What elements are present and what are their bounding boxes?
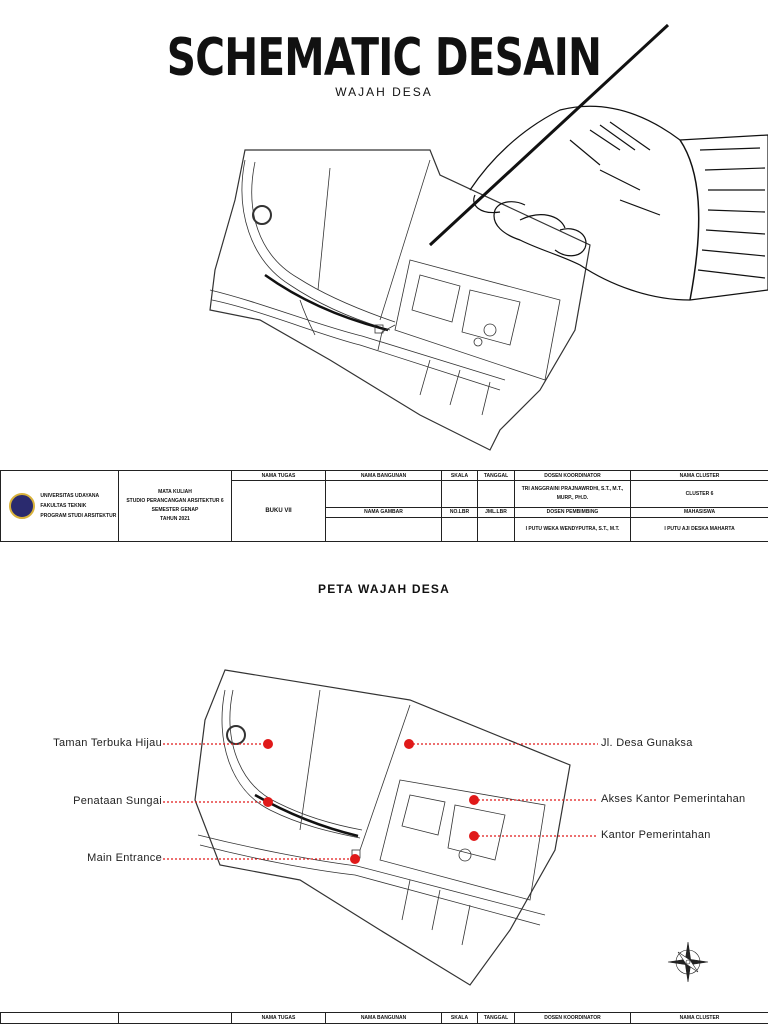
no-lbr-label: NO.LBR — [441, 506, 478, 518]
title-block-2: NAMA TUGAS NAMA BANGUNAN SKALA TANGGAL D… — [0, 1012, 768, 1024]
skala-label-2: SKALA — [441, 1012, 478, 1024]
course-cell: MATA KULIAH STUDIO PERANCANGAN ARSITEKTU… — [118, 470, 232, 542]
marker-kantor — [469, 831, 479, 841]
marker-akses — [469, 795, 479, 805]
program-name: PROGRAM STUDI ARSITEKTUR — [40, 513, 117, 519]
dosen-koordinator-label-2: DOSEN KOORDINATOR — [514, 1012, 631, 1024]
nama-bangunan-value — [325, 480, 442, 508]
tanggal-label-2: TANGGAL — [477, 1012, 515, 1024]
tanggal-label: TANGGAL — [477, 469, 515, 482]
nama-cluster-value: CLUSTER 6 — [630, 480, 768, 508]
label-kantor: Kantor Pemerintahan — [601, 829, 711, 841]
skala-value — [441, 480, 478, 508]
skala-label: SKALA — [441, 469, 478, 482]
title-block-1: UNIVERSITAS UDAYANA FAKULTAS TEKNIK PROG… — [0, 469, 768, 543]
no-lbr-value — [441, 516, 478, 543]
university-cell: UNIVERSITAS UDAYANA FAKULTAS TEKNIK PROG… — [0, 470, 119, 542]
jml-lbr-value — [477, 516, 515, 543]
nama-cluster-label-2: NAMA CLUSTER — [630, 1012, 768, 1024]
faculty-name: FAKULTAS TEKNIK — [40, 503, 87, 509]
dosen-koordinator-value: TRI ANGGRAINI PRAJNAWRDHI, S.T., M.T., M… — [514, 480, 631, 508]
dosen-pembimbing-value: I PUTU WEKA WENDYPUTRA, S.T., M.T. — [514, 516, 631, 543]
dosen-koordinator-label: DOSEN KOORDINATOR — [514, 469, 631, 482]
map-title: PETA WAJAH DESA — [317, 582, 450, 596]
university-logo-icon — [9, 493, 35, 519]
top-site-plan-sketch — [209, 149, 591, 451]
nama-gambar-value — [325, 516, 442, 543]
marker-taman — [263, 739, 273, 749]
nama-tugas-label-2: NAMA TUGAS — [231, 1012, 326, 1024]
nama-bangunan-label: NAMA BANGUNAN — [325, 469, 442, 482]
dosen-pembimbing-label: DOSEN PEMBIMBING — [514, 506, 631, 518]
mahasiswa-label: MAHASISWA — [630, 506, 768, 518]
label-taman: Taman Terbuka Hijau — [53, 737, 162, 749]
page-subtitle: WAJAH DESA — [335, 85, 433, 99]
label-entrance: Main Entrance — [87, 852, 162, 864]
label-akses: Akses Kantor Pemerintahan — [601, 793, 746, 805]
university-cell-2 — [0, 1012, 119, 1024]
marker-entrance — [350, 854, 360, 864]
marker-jalan — [404, 739, 414, 749]
nama-tugas-value: BUKU VII — [231, 480, 326, 542]
label-jalan: Jl. Desa Gunaksa — [601, 737, 693, 749]
university-name: UNIVERSITAS UDAYANA — [40, 493, 100, 499]
hand-drawing-pen-icon — [428, 23, 768, 301]
map-markers — [263, 739, 479, 864]
marker-sungai — [263, 797, 273, 807]
label-sungai: Penataan Sungai — [73, 795, 162, 807]
nama-gambar-label: NAMA GAMBAR — [325, 506, 442, 518]
jml-lbr-label: JML.LBR — [477, 506, 515, 518]
compass-rose-icon — [667, 941, 709, 983]
nama-cluster-label: NAMA CLUSTER — [630, 469, 768, 482]
course-cell-2 — [118, 1012, 232, 1024]
map-leader-lines — [163, 743, 598, 860]
nama-tugas-label: NAMA TUGAS — [231, 469, 326, 482]
nama-bangunan-label-2: NAMA BANGUNAN — [325, 1012, 442, 1024]
page-title: SCHEMATIC DESAIN — [166, 28, 602, 88]
bottom-site-plan-sketch — [194, 669, 571, 986]
tanggal-value — [477, 480, 515, 508]
mahasiswa-value: I PUTU AJI DESKA MAHARTA — [630, 516, 768, 543]
